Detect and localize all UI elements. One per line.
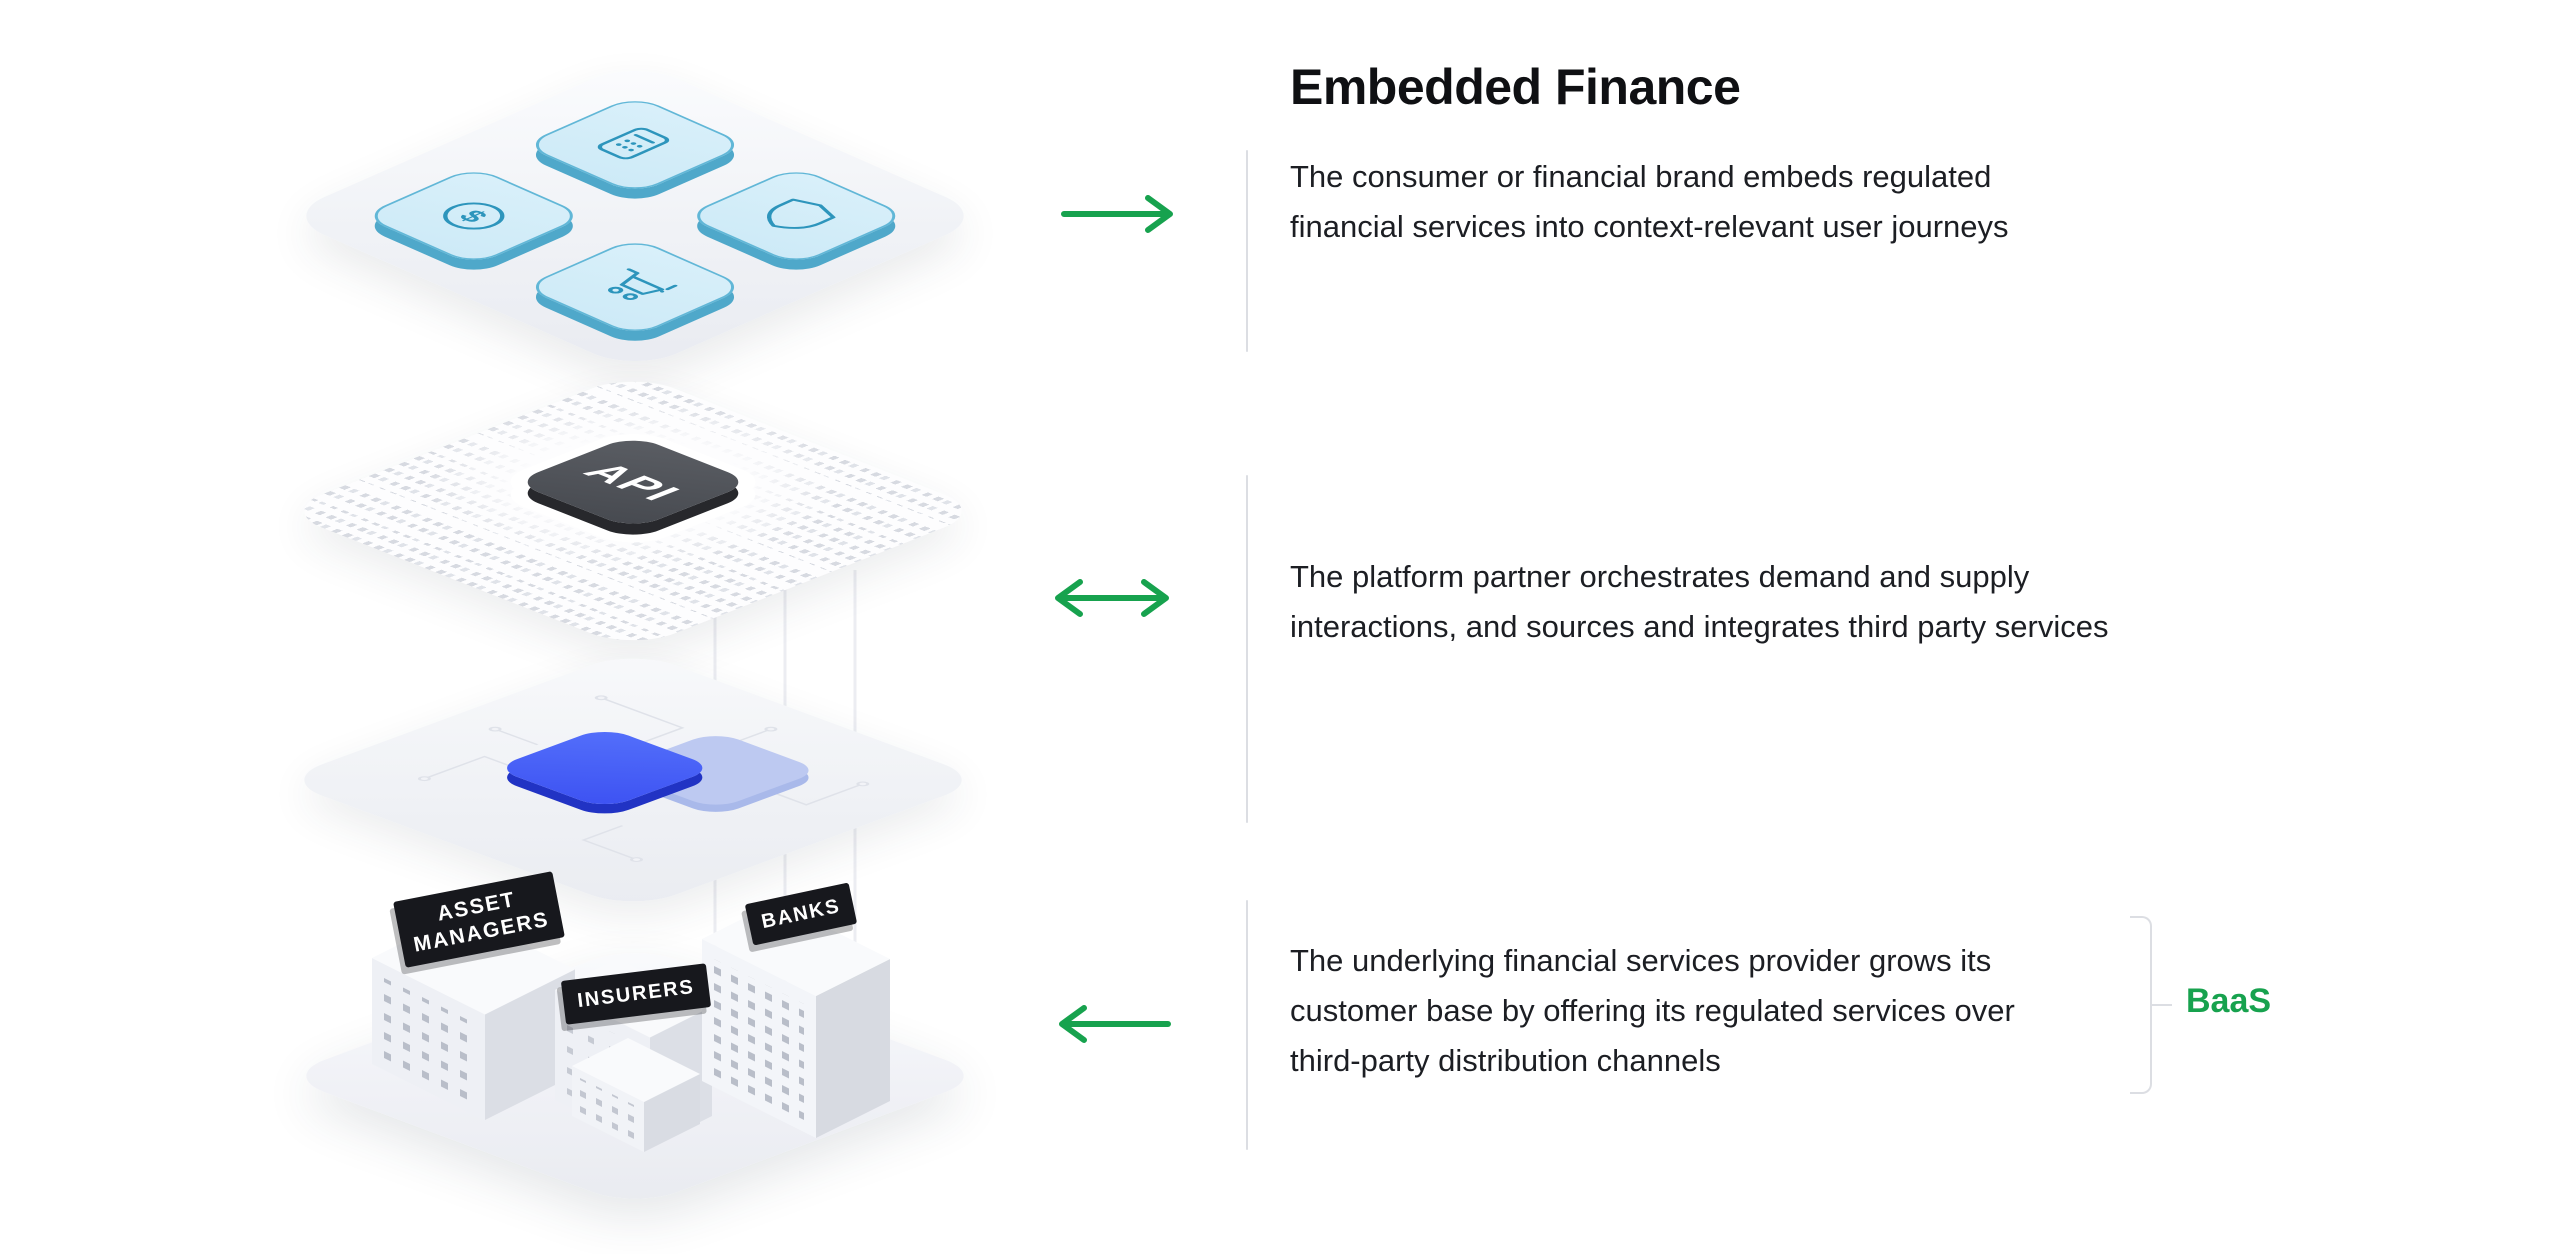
arrow-right-icon: [1061, 195, 1173, 233]
embedded-services-layer: $: [281, 60, 989, 372]
section-line: The platform partner orchestrates demand…: [1290, 559, 2030, 594]
payment-terminal-icon: [597, 127, 670, 160]
section-line: interactions, and sources and integrates…: [1290, 609, 2109, 644]
dollar-circle-icon: $: [443, 202, 505, 230]
section-text-embedded-finance: The consumer or financial brand embeds r…: [1290, 152, 2009, 252]
section-line: The consumer or financial brand embeds r…: [1290, 159, 1992, 194]
baas-bracket: [2130, 916, 2152, 1094]
section-text-baas-provider: The underlying financial services provid…: [1290, 936, 2015, 1086]
platform-layer: [279, 649, 987, 911]
shield-tile: [683, 166, 910, 266]
section-line: third-party distribution channels: [1290, 1043, 1721, 1078]
api-chip-body: API: [512, 434, 754, 530]
divider-line: [1246, 475, 1248, 823]
divider-line: [1246, 150, 1248, 352]
section-line: financial services into context-relevant…: [1290, 209, 2009, 244]
baas-label: BaaS: [2186, 982, 2272, 1020]
cart-tile: [521, 237, 749, 337]
arrow-left-icon: [1059, 1005, 1171, 1043]
shopping-cart-icon: [607, 268, 678, 301]
baas-bracket-dash: [2152, 1004, 2172, 1006]
dollar-tile: $: [360, 166, 587, 266]
divider-line: [1246, 900, 1248, 1150]
shield-icon: [766, 198, 836, 229]
section-line: The underlying financial services provid…: [1290, 943, 1992, 978]
api-chip: API: [491, 426, 775, 538]
dollar-symbol: $: [451, 207, 495, 226]
circuit-traces: [417, 695, 870, 862]
asset-managers-sign-label: ASSET MANAGERS: [411, 887, 552, 957]
arrow-left-right-icon: [1055, 579, 1169, 617]
section-line: customer base by offering its regulated …: [1290, 993, 2015, 1028]
section-text-platform-partner: The platform partner orchestrates demand…: [1290, 552, 2108, 652]
page-title: Embedded Finance: [1290, 59, 1741, 115]
banks-sign-label: BANKS: [759, 894, 843, 934]
api-chip-label: API: [572, 458, 694, 506]
payment-terminal-tile: [521, 95, 749, 195]
insurers-sign-label: INSURERS: [576, 975, 696, 1013]
